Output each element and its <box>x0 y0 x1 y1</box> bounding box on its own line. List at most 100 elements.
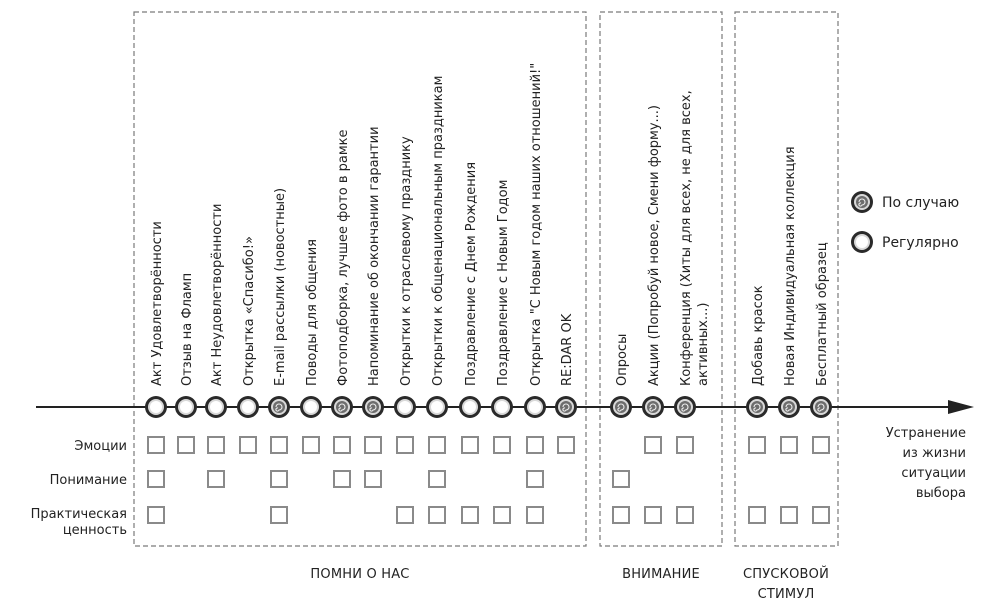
item-label-5: E-mail рассылки (новостные) <box>273 188 288 386</box>
item-label-14: RE:DAR OK <box>560 313 575 386</box>
group-label: ВНИМАНИЕ <box>622 567 700 582</box>
checkbox-emotion <box>177 436 195 454</box>
timeline-marker-random <box>674 396 696 418</box>
timeline-marker-regular <box>459 396 481 418</box>
checkbox-understanding <box>147 470 165 488</box>
timeline-marker-regular <box>237 396 259 418</box>
legend-label: Регулярно <box>882 235 959 251</box>
item-label-20: Бесплатный образец <box>815 242 830 386</box>
item-label-12: Поздравление с Новым Годом <box>496 180 511 386</box>
checkbox-emotion <box>270 436 288 454</box>
checkbox-practical <box>493 506 511 524</box>
timeline-marker-regular <box>145 396 167 418</box>
timeline-marker-regular <box>524 396 546 418</box>
row-label-understanding: Понимание <box>50 473 127 488</box>
checkbox-emotion <box>239 436 257 454</box>
checkbox-emotion <box>364 436 382 454</box>
timeline-marker-regular <box>175 396 197 418</box>
checkbox-understanding <box>364 470 382 488</box>
timeline-marker-random <box>268 396 290 418</box>
item-label-17: Конференция (Хиты для всех, не для всех,… <box>679 90 711 386</box>
checkbox-practical <box>428 506 446 524</box>
legend-marker-regular <box>851 231 873 253</box>
row-label-practical: Практическая <box>31 507 127 522</box>
item-label-line: Акции (Попробуй новое, Смени форму...) <box>647 105 662 386</box>
checkbox-understanding <box>270 470 288 488</box>
checkbox-practical <box>612 506 630 524</box>
checkbox-emotion <box>676 436 694 454</box>
checkbox-practical <box>644 506 662 524</box>
item-label-line: Поводы для общения <box>305 239 320 386</box>
checkbox-emotion <box>333 436 351 454</box>
item-label-6: Поводы для общения <box>305 239 320 386</box>
item-label-line: Конференция (Хиты для всех, не для всех, <box>679 90 694 386</box>
checkbox-emotion <box>812 436 830 454</box>
timeline-marker-regular <box>205 396 227 418</box>
timeline-marker-random <box>810 396 832 418</box>
item-label-1: Акт Удовлетворённости <box>150 221 165 386</box>
timeline-marker-regular <box>394 396 416 418</box>
item-label-line: Фотоподборка, лучшее фото в рамке <box>336 129 351 386</box>
item-label-8: Напоминание об окончании гарантии <box>367 126 382 386</box>
timeline-marker-regular <box>426 396 448 418</box>
timeline-marker-random <box>746 396 768 418</box>
item-label-13: Открытка "С Новым годом наших отношений!… <box>529 63 544 386</box>
item-label-18: Добавь красок <box>751 285 766 386</box>
checkbox-understanding <box>207 470 225 488</box>
checkbox-understanding <box>428 470 446 488</box>
item-label-line: Открытки к отраслевому празднику <box>399 136 414 386</box>
timeline-marker-random <box>778 396 800 418</box>
item-label-line: Открытки к общенациональным праздникам <box>431 76 446 386</box>
axis-arrowhead <box>948 400 974 414</box>
item-label-line: активных...) <box>696 303 711 386</box>
checkbox-emotion <box>557 436 575 454</box>
item-label-line: Поздравление с Днем Рождения <box>464 162 479 386</box>
item-label-11: Поздравление с Днем Рождения <box>464 162 479 386</box>
item-label-15: Опросы <box>615 334 630 386</box>
row-label-emotion: Эмоции <box>74 439 127 454</box>
item-label-line: RE:DAR OK <box>560 313 575 386</box>
checkbox-understanding <box>612 470 630 488</box>
checkbox-practical <box>780 506 798 524</box>
timeline-marker-random <box>642 396 664 418</box>
group-label: СПУСКОВОЙ <box>743 566 829 582</box>
axis-end-label: выбора <box>916 486 966 501</box>
checkbox-emotion <box>461 436 479 454</box>
item-label-7: Фотоподборка, лучшее фото в рамке <box>336 129 351 386</box>
checkbox-understanding <box>526 470 544 488</box>
timeline-marker-regular <box>491 396 513 418</box>
checkbox-practical <box>676 506 694 524</box>
item-label-9: Открытки к отраслевому празднику <box>399 136 414 386</box>
checkbox-practical <box>396 506 414 524</box>
legend-marker-random <box>851 191 873 213</box>
checkbox-emotion <box>147 436 165 454</box>
group-frame-1 <box>133 11 587 547</box>
checkbox-practical <box>461 506 479 524</box>
checkbox-understanding <box>333 470 351 488</box>
checkbox-emotion <box>493 436 511 454</box>
timeline-marker-random <box>610 396 632 418</box>
item-label-2: Отзыв на Фламп <box>180 273 195 386</box>
legend-label: По случаю <box>882 195 959 211</box>
checkbox-practical <box>748 506 766 524</box>
checkbox-practical <box>270 506 288 524</box>
item-label-line: Бесплатный образец <box>815 242 830 386</box>
row-label-practical: ценность <box>63 523 127 538</box>
timeline-marker-random <box>331 396 353 418</box>
timeline-marker-random <box>362 396 384 418</box>
checkbox-practical <box>147 506 165 524</box>
item-label-line: Напоминание об окончании гарантии <box>367 126 382 386</box>
group-frame-2 <box>599 11 723 547</box>
item-label-line: Добавь красок <box>751 285 766 386</box>
checkbox-emotion <box>207 436 225 454</box>
item-label-4: Открытка «Спасибо!» <box>242 236 257 386</box>
checkbox-emotion <box>644 436 662 454</box>
item-label-line: Отзыв на Фламп <box>180 273 195 386</box>
item-label-line: Открытка «Спасибо!» <box>242 236 257 386</box>
item-label-10: Открытки к общенациональным праздникам <box>431 76 446 386</box>
item-label-line: Акт Удовлетворённости <box>150 221 165 386</box>
timeline-marker-random <box>555 396 577 418</box>
item-label-3: Акт Неудовлетворённости <box>210 204 225 386</box>
